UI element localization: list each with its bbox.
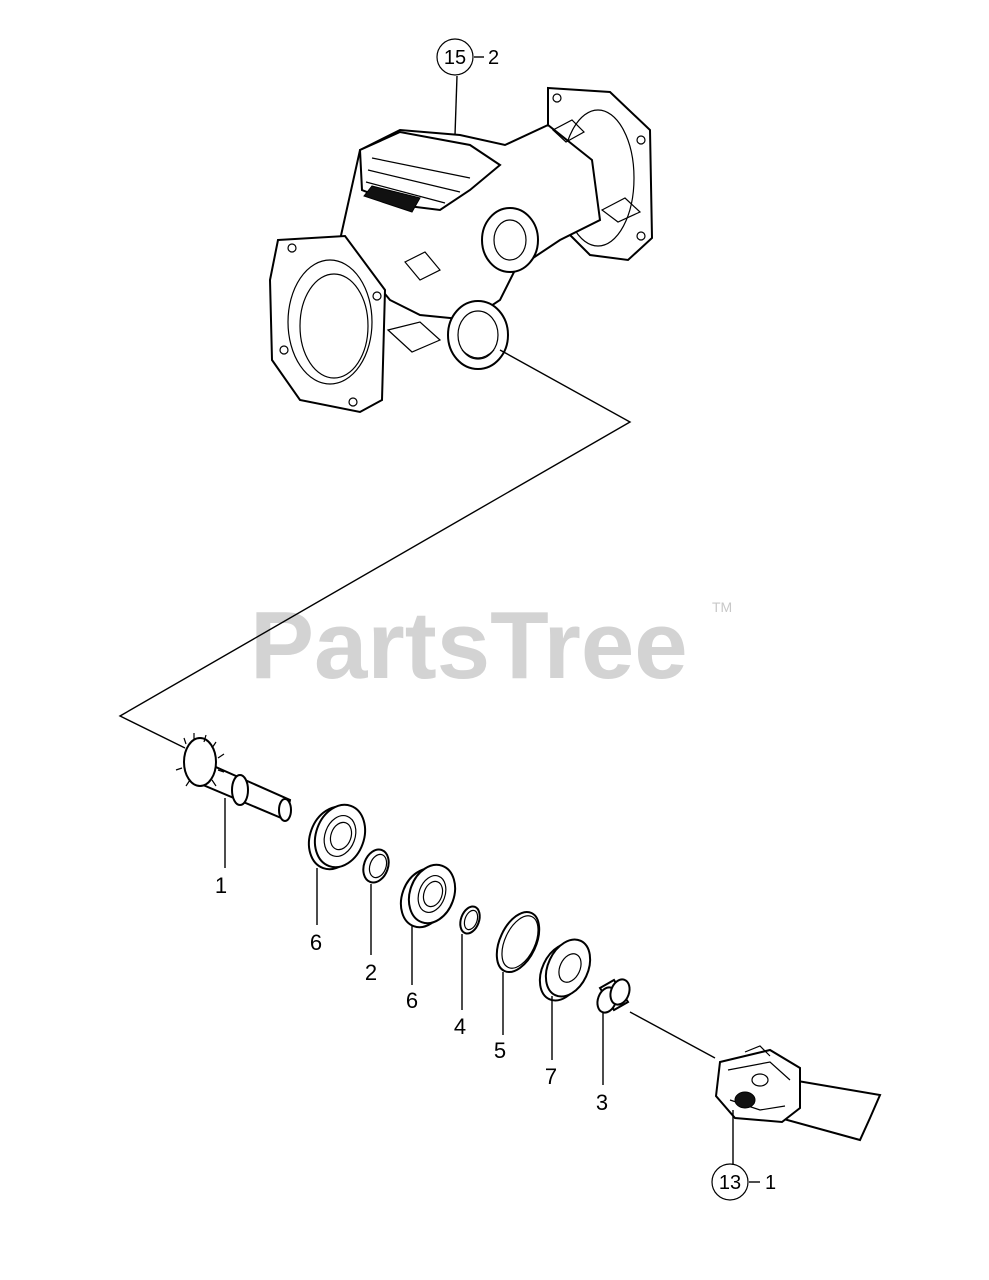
callout-2: 2: [365, 960, 377, 985]
assembly-leader-line: [118, 349, 632, 749]
bearing-right[interactable]: [393, 858, 463, 985]
bearing-left[interactable]: [301, 798, 374, 925]
gear-housing[interactable]: [268, 86, 654, 414]
housing-reference-label: 15 2: [436, 38, 499, 136]
joint-leader-line: [629, 1011, 716, 1059]
svg-text:13: 13: [719, 1172, 741, 1194]
pinion-gear-shaft[interactable]: [175, 733, 292, 868]
callout-7: 7: [545, 1064, 557, 1089]
callout-6-right: 6: [406, 988, 418, 1013]
callout-3: 3: [596, 1090, 608, 1115]
svg-text:2: 2: [488, 47, 499, 69]
oil-seal[interactable]: [531, 932, 599, 1060]
spacer-ring[interactable]: [359, 846, 393, 955]
bushing[interactable]: [594, 977, 633, 1085]
callout-1: 1: [215, 873, 227, 898]
callout-6-left: 6: [310, 930, 322, 955]
watermark-logo: PartsTree: [250, 592, 688, 699]
svg-text:15: 15: [444, 47, 466, 69]
callout-5: 5: [494, 1038, 506, 1063]
snap-ring-large[interactable]: [488, 905, 548, 1035]
svg-text:1: 1: [765, 1172, 776, 1194]
watermark-trademark: TM: [712, 599, 732, 615]
snap-ring-small[interactable]: [457, 904, 483, 1010]
universal-joint[interactable]: [714, 1045, 882, 1165]
joint-reference-label: 13 1: [711, 1163, 776, 1201]
callout-4: 4: [454, 1014, 466, 1039]
